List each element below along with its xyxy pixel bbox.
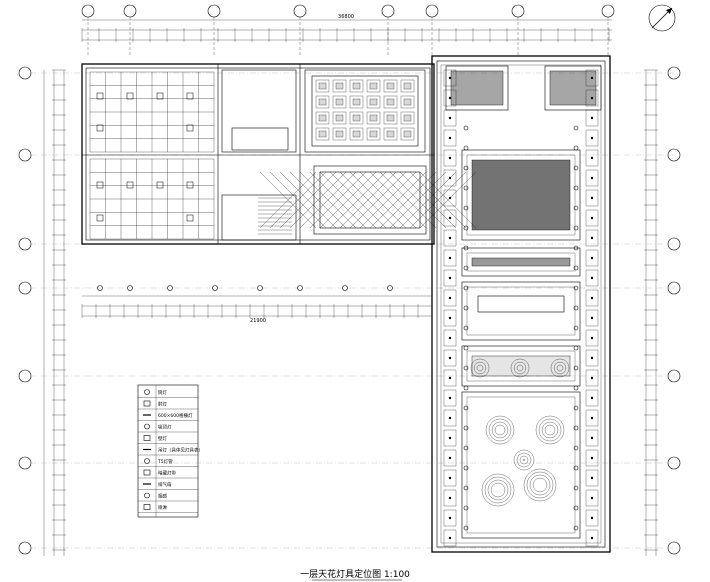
legend-label: 筒灯 bbox=[158, 389, 167, 396]
top-dimension-chain: 36800 bbox=[82, 14, 612, 41]
drawing-title: 一层天花灯具定位图 1:100 bbox=[300, 568, 410, 580]
middle-dimension-chain: 21900 bbox=[82, 295, 432, 324]
legend-symbol-smoke-detector-icon bbox=[144, 492, 150, 499]
top-axis-bubbles bbox=[81, 4, 615, 56]
legend-symbol-spotlight-icon bbox=[143, 400, 151, 407]
legend-label: 吊灯（具体见灯具表） bbox=[158, 446, 203, 453]
side-dimension-lines bbox=[43, 70, 657, 556]
legend-symbol-strip-light-icon bbox=[143, 469, 151, 476]
side-axis-bubbles bbox=[18, 66, 681, 555]
axis-grid bbox=[30, 72, 680, 549]
right-wing-ceiling bbox=[443, 65, 602, 547]
legend-symbol-fluorescent-strip-icon bbox=[144, 458, 150, 464]
legend-label: 600×600格栅灯 bbox=[158, 412, 193, 419]
legend-symbol-wall-lamp-icon bbox=[143, 435, 151, 441]
legend-symbol-ceiling-lamp-icon bbox=[144, 423, 150, 430]
legend-label: T5灯管 bbox=[157, 458, 173, 465]
north-arrow-icon bbox=[648, 4, 676, 32]
legend-label: 排气扇 bbox=[158, 481, 172, 488]
corridor-downlights bbox=[97, 285, 393, 291]
grille-ceiling-rooms bbox=[89, 71, 215, 240]
legend-label: 射灯 bbox=[158, 400, 167, 407]
total-width-dimension: 36800 bbox=[338, 14, 354, 20]
legend-label: 烟感 bbox=[158, 492, 167, 499]
top-dimension-ticks bbox=[81, 28, 610, 42]
middle-width-dimension: 21900 bbox=[250, 318, 266, 324]
legend-label: 喷淋 bbox=[158, 504, 167, 511]
right-wing-outline bbox=[431, 55, 611, 553]
middle-dimension-ticks bbox=[81, 304, 433, 318]
stair-room bbox=[221, 69, 297, 241]
coffered-ceiling-room bbox=[304, 69, 426, 153]
legend-symbol-sprinkler-icon bbox=[143, 504, 151, 510]
side-dimension-ticks bbox=[52, 69, 658, 551]
legend-label: 壁灯 bbox=[158, 435, 167, 442]
legend-symbol-downlight-icon bbox=[144, 389, 150, 395]
lattice-ceiling-room bbox=[259, 165, 477, 235]
legend-label: 吸顶灯 bbox=[158, 423, 172, 430]
legend-label: 暗藏灯带 bbox=[158, 469, 176, 476]
